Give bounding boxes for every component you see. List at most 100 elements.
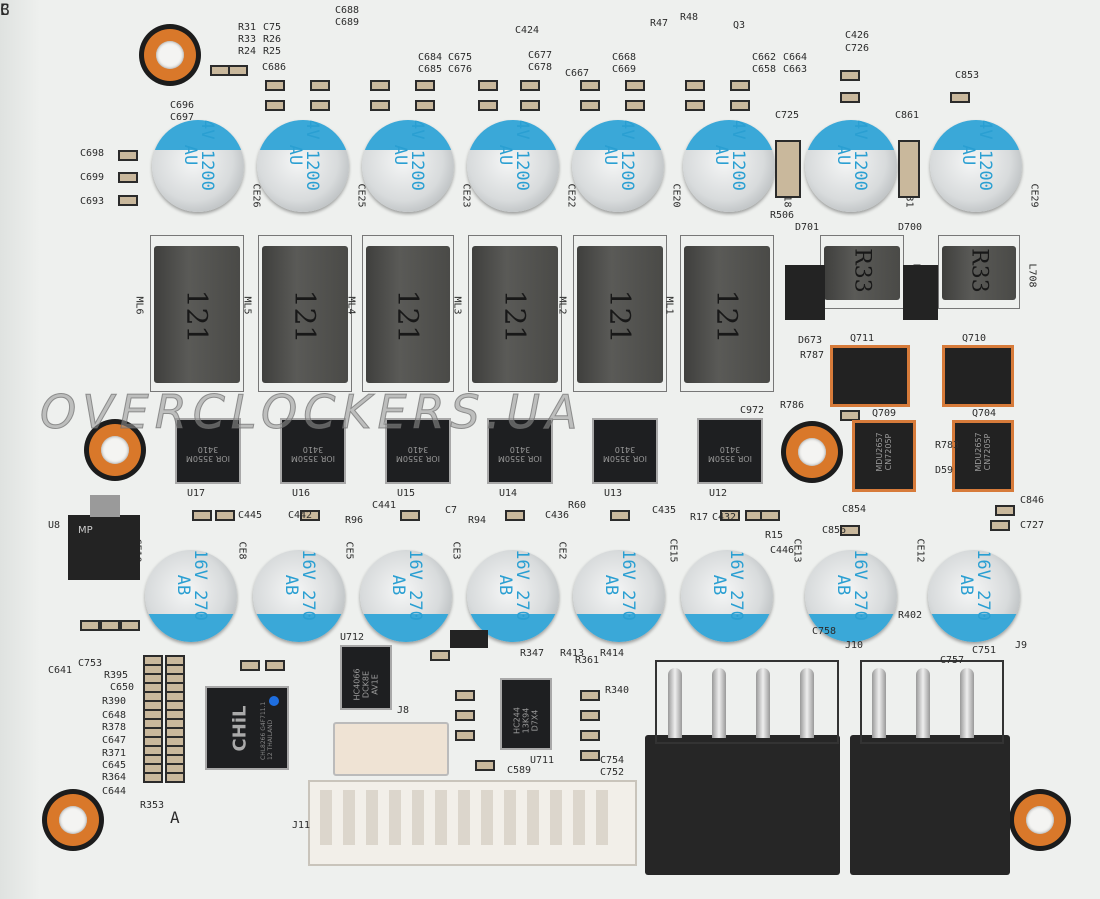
capacitor-marking: 4V 1200 AU bbox=[285, 120, 322, 191]
capacitor-marking: 16V 270 AB bbox=[281, 550, 318, 621]
choke-marking: 121 bbox=[603, 289, 637, 343]
mosfet-label: Q709 bbox=[872, 408, 897, 419]
fan-connector-label: J8 bbox=[397, 705, 410, 716]
silkscreen-label: C689 bbox=[335, 17, 360, 28]
silkscreen-label: R395 bbox=[104, 670, 129, 681]
board-edge bbox=[0, 0, 40, 899]
silkscreen-label: C424 bbox=[515, 25, 540, 36]
silkscreen-label: C753 bbox=[78, 658, 103, 669]
capacitor-sleeve bbox=[152, 120, 244, 150]
silkscreen-label: C589 bbox=[507, 765, 532, 776]
smd-component bbox=[415, 100, 435, 111]
silkscreen-label: C658 bbox=[752, 64, 777, 75]
silkscreen-label: C698 bbox=[80, 148, 105, 159]
capacitor-label: CE5 bbox=[343, 541, 355, 560]
silkscreen-label: R378 bbox=[102, 722, 127, 733]
silkscreen-label: R96 bbox=[345, 515, 364, 526]
header-pin bbox=[573, 790, 585, 845]
silkscreen-label: R47 bbox=[650, 18, 669, 29]
silkscreen-label: C757 bbox=[940, 655, 965, 666]
watermark: OVERCLOCKERS.UA bbox=[40, 385, 584, 440]
smd-component bbox=[118, 150, 138, 161]
choke-inductor: 121 bbox=[258, 235, 352, 392]
header-pin bbox=[527, 790, 539, 845]
capacitor-sleeve bbox=[253, 614, 345, 642]
connector-pin bbox=[800, 668, 814, 738]
silkscreen-label: R340 bbox=[605, 685, 630, 696]
smd-component bbox=[415, 80, 435, 91]
smd-component bbox=[580, 730, 600, 741]
silkscreen-label: C686 bbox=[262, 62, 287, 73]
silkscreen-label: R31 bbox=[238, 22, 257, 33]
header-pin bbox=[412, 790, 424, 845]
choke-body bbox=[262, 246, 348, 383]
smd-component bbox=[625, 80, 645, 91]
choke-marking: 121 bbox=[288, 289, 322, 343]
capacitor-label: CE29 bbox=[1028, 183, 1040, 208]
capacitor-top: 4V 1200 AU bbox=[930, 120, 1022, 212]
driver-ic: IOR 3550M 3410 bbox=[697, 418, 763, 484]
choke-marking: 121 bbox=[710, 289, 744, 343]
smd-component bbox=[505, 510, 525, 521]
silkscreen-label: R353 bbox=[140, 800, 165, 811]
driver-ic: IOR 3550M 3410 bbox=[487, 418, 553, 484]
silkscreen-label: R26 bbox=[263, 34, 282, 45]
silkscreen-label: C751 bbox=[972, 645, 997, 656]
ic-marking: IOR 3550M 3410 bbox=[707, 444, 753, 463]
capacitor-top: 4V 1200 AU bbox=[572, 120, 664, 212]
silkscreen-label: C972 bbox=[740, 405, 765, 416]
capacitor-sleeve bbox=[360, 614, 452, 642]
capacitor-marking: 16V 270 AB bbox=[956, 550, 993, 621]
ic-label: U16 bbox=[292, 488, 311, 499]
mosfet-marking: MDU2657 CN7205P bbox=[875, 432, 893, 472]
choke-body bbox=[942, 246, 1016, 300]
silkscreen-label: C bbox=[0, 0, 10, 19]
silkscreen-label: C436 bbox=[545, 510, 570, 521]
mosfet bbox=[942, 345, 1014, 407]
silkscreen-label: C678 bbox=[528, 62, 553, 73]
silkscreen-label: C754 bbox=[600, 755, 625, 766]
driver-ic: IOR 3550M 3410 bbox=[175, 418, 241, 484]
silkscreen-label: R783 bbox=[935, 440, 960, 451]
silkscreen-label: C758 bbox=[812, 626, 837, 637]
choke-marking: 121 bbox=[391, 289, 425, 343]
silkscreen-label: D701 bbox=[795, 222, 820, 233]
smd-component bbox=[310, 80, 330, 91]
header-pin bbox=[389, 790, 401, 845]
choke-label: ML1 bbox=[663, 296, 675, 315]
capacitor-smd bbox=[898, 140, 920, 198]
smd-component bbox=[730, 100, 750, 111]
silkscreen-label: R414 bbox=[600, 648, 625, 659]
smd-component bbox=[143, 772, 163, 783]
mounting-hole bbox=[1009, 789, 1071, 851]
power-connector-label: J9 bbox=[1015, 640, 1028, 651]
choke-inductor: 121 bbox=[573, 235, 667, 392]
driver-ic: IOR 3550M 3410 bbox=[592, 418, 658, 484]
regulator-u8: MP bbox=[68, 515, 140, 580]
smd-component bbox=[215, 510, 235, 521]
silkscreen-label: C662 bbox=[752, 52, 777, 63]
ic-marking: IOR 3550M 3410 bbox=[602, 444, 648, 463]
smd-component bbox=[520, 100, 540, 111]
silkscreen-label: C648 bbox=[102, 710, 127, 721]
smd-component bbox=[478, 100, 498, 111]
capacitor-top: 4V 1200 AU bbox=[467, 120, 559, 212]
smd-component bbox=[760, 510, 780, 521]
capacitor-sleeve bbox=[467, 120, 559, 150]
choke-marking: R33 bbox=[849, 248, 875, 293]
ic-marking: IOR 3550M 3410 bbox=[497, 444, 543, 463]
silkscreen-label: C846 bbox=[1020, 495, 1045, 506]
pin1-dot bbox=[269, 696, 279, 706]
capacitor-label: CE22 bbox=[565, 183, 577, 208]
capacitor-marking: 4V 1200 AU bbox=[958, 120, 995, 191]
silkscreen-label: C675 bbox=[448, 52, 473, 63]
choke-body bbox=[824, 246, 900, 300]
silkscreen-label: R402 bbox=[898, 610, 923, 621]
capacitor-label: CE26 bbox=[250, 183, 262, 208]
header-pin bbox=[435, 790, 447, 845]
silkscreen-label: C75 bbox=[263, 22, 282, 33]
connector-pin bbox=[668, 668, 682, 738]
capacitor-marking: 4V 1200 AU bbox=[180, 120, 217, 191]
silkscreen-label: C663 bbox=[783, 64, 808, 75]
capacitor-label: CE12 bbox=[914, 538, 926, 563]
